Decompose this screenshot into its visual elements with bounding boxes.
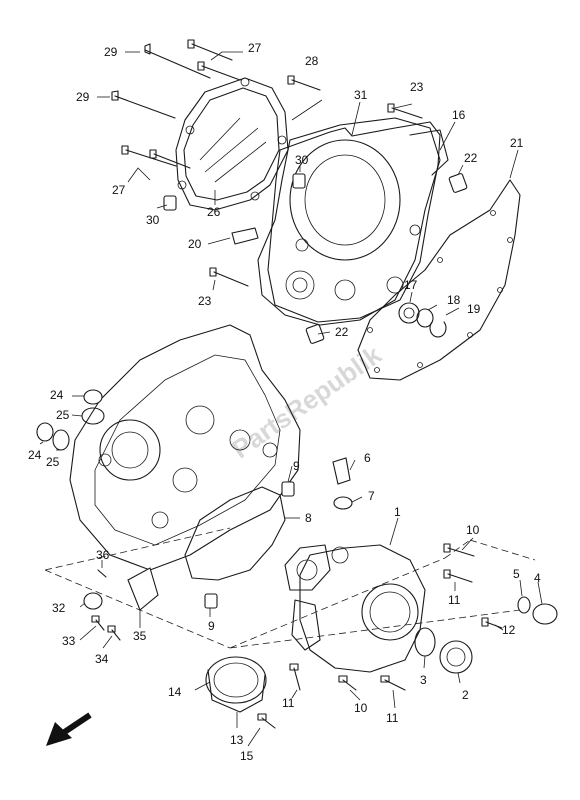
callout-13: 13 — [230, 733, 244, 747]
callout-30: 30 — [295, 153, 309, 167]
gasket-8 — [184, 486, 286, 581]
callout-9: 9 — [293, 459, 300, 473]
callout-25: 25 — [56, 408, 70, 422]
callout-16: 16 — [452, 108, 466, 122]
callout-11: 11 — [386, 711, 399, 725]
callout-20: 20 — [188, 237, 202, 251]
crankcase-cover-1 — [284, 544, 426, 673]
callout-27: 27 — [112, 183, 126, 197]
callout-22: 22 — [335, 325, 349, 339]
callout-14: 14 — [168, 685, 182, 699]
callout-29: 29 — [76, 90, 90, 104]
gasket-21 — [357, 179, 521, 381]
watermark-text: PartsRepublik — [226, 339, 387, 464]
callout-4: 4 — [534, 571, 541, 585]
small-hardware — [36, 39, 558, 729]
callout-32: 32 — [52, 601, 66, 615]
callout-15: 15 — [240, 749, 254, 763]
callout-24: 24 — [28, 448, 42, 462]
callout-11: 11 — [282, 696, 295, 710]
callout-27: 27 — [248, 41, 262, 55]
callout-30: 30 — [146, 213, 160, 227]
callout-36: 36 — [96, 548, 110, 562]
callout-23: 23 — [198, 294, 212, 308]
callout-23: 23 — [410, 80, 424, 94]
callout-24: 24 — [50, 388, 64, 402]
crankcase-cover-inner — [257, 117, 449, 326]
callout-21: 21 — [510, 136, 524, 150]
clutch-cover-outer — [175, 77, 289, 211]
callout-12: 12 — [502, 623, 516, 637]
crankcase-block — [69, 324, 301, 571]
callout-11: 11 — [448, 593, 461, 607]
callout-2: 2 — [462, 688, 469, 702]
callout-26: 26 — [207, 205, 221, 219]
callout-3: 3 — [420, 673, 427, 687]
callout-18: 18 — [447, 293, 461, 307]
gasket-31 — [267, 121, 441, 323]
callout-22: 22 — [464, 151, 478, 165]
callout-19: 19 — [467, 302, 481, 316]
callout-28: 28 — [305, 54, 319, 68]
cover-13 — [205, 656, 267, 713]
callout-33: 33 — [62, 634, 76, 648]
callout-6: 6 — [364, 451, 371, 465]
callout-9: 9 — [208, 619, 215, 633]
callout-labels: 29 27 28 29 31 23 16 21 22 30 27 30 26 2… — [28, 41, 541, 763]
callout-7: 7 — [368, 489, 375, 503]
callout-5: 5 — [513, 567, 520, 581]
dashed-region — [44, 527, 536, 649]
callout-17: 17 — [404, 278, 418, 292]
callout-29: 29 — [104, 45, 118, 59]
leader-lines — [39, 51, 543, 747]
callout-34: 34 — [95, 652, 109, 666]
callout-31: 31 — [354, 88, 368, 102]
callout-35: 35 — [133, 629, 147, 643]
callout-8: 8 — [305, 511, 312, 525]
callout-1: 1 — [394, 505, 401, 519]
direction-arrow-icon — [46, 712, 92, 746]
callout-25: 25 — [46, 455, 60, 469]
callout-10: 10 — [466, 523, 480, 537]
callout-10: 10 — [354, 701, 368, 715]
